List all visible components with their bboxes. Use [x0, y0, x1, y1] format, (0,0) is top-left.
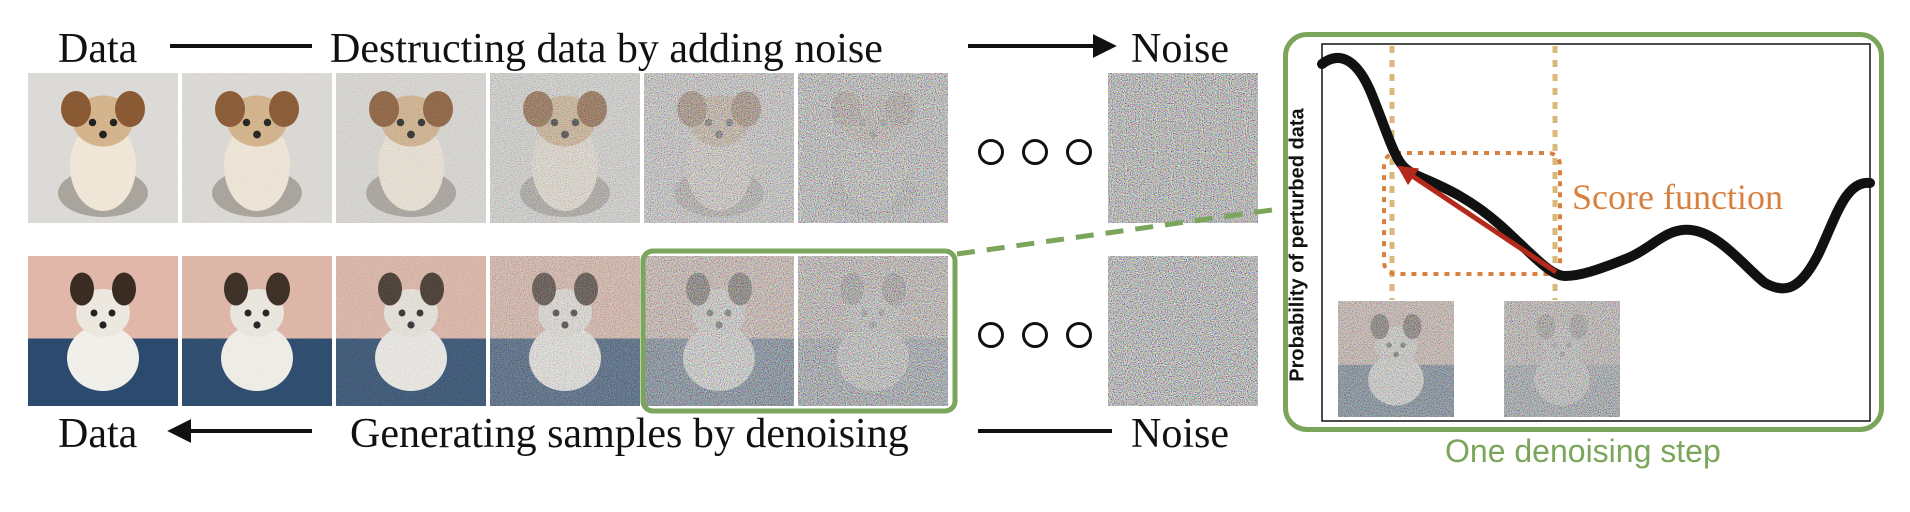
- bottom-image-4: [490, 256, 640, 406]
- panel-caption: One denoising step: [1445, 433, 1721, 469]
- top-image-noise: [1108, 73, 1258, 223]
- ellipsis-dot: [978, 139, 1004, 165]
- top-data-label: Data: [58, 26, 138, 72]
- top-image-5: [644, 73, 794, 223]
- ellipsis-dot: [1066, 322, 1092, 348]
- score-arrow: [1397, 165, 1558, 275]
- top-image-4: [490, 73, 640, 223]
- bottom-image-noise: [1108, 256, 1258, 406]
- score-function-label: Score function: [1572, 177, 1783, 217]
- bottom-image-3: [336, 256, 486, 406]
- top-process-label: Destructing data by adding noise: [330, 26, 883, 72]
- bottom-image-5: [644, 256, 794, 406]
- zoom-connector: [956, 205, 1287, 257]
- ellipsis-dot: [1066, 139, 1092, 165]
- panel-image-before: [1338, 301, 1454, 417]
- y-axis-label: Probability of perturbed data: [1286, 108, 1309, 382]
- selected-step-box: [640, 248, 958, 414]
- top-image-2: [182, 73, 332, 223]
- top-ellipsis: [978, 139, 1092, 165]
- zoom-panel: [1283, 32, 1884, 432]
- top-noise-label: Noise: [1131, 26, 1229, 72]
- bottom-image-6: [798, 256, 948, 406]
- bottom-image-1: [28, 256, 178, 406]
- top-image-6: [798, 73, 948, 223]
- ellipsis-dot: [978, 322, 1004, 348]
- probability-curve: [1317, 52, 1875, 294]
- top-image-1: [28, 73, 178, 223]
- bottom-process-label: Generating samples by denoising: [350, 411, 909, 457]
- panel-image-after: [1504, 301, 1620, 417]
- bottom-data-label: Data: [58, 411, 138, 457]
- bottom-image-2: [182, 256, 332, 406]
- ellipsis-dot: [1022, 322, 1048, 348]
- bottom-noise-label: Noise: [1131, 411, 1229, 457]
- top-image-3: [336, 73, 486, 223]
- bottom-ellipsis: [978, 322, 1092, 348]
- ellipsis-dot: [1022, 139, 1048, 165]
